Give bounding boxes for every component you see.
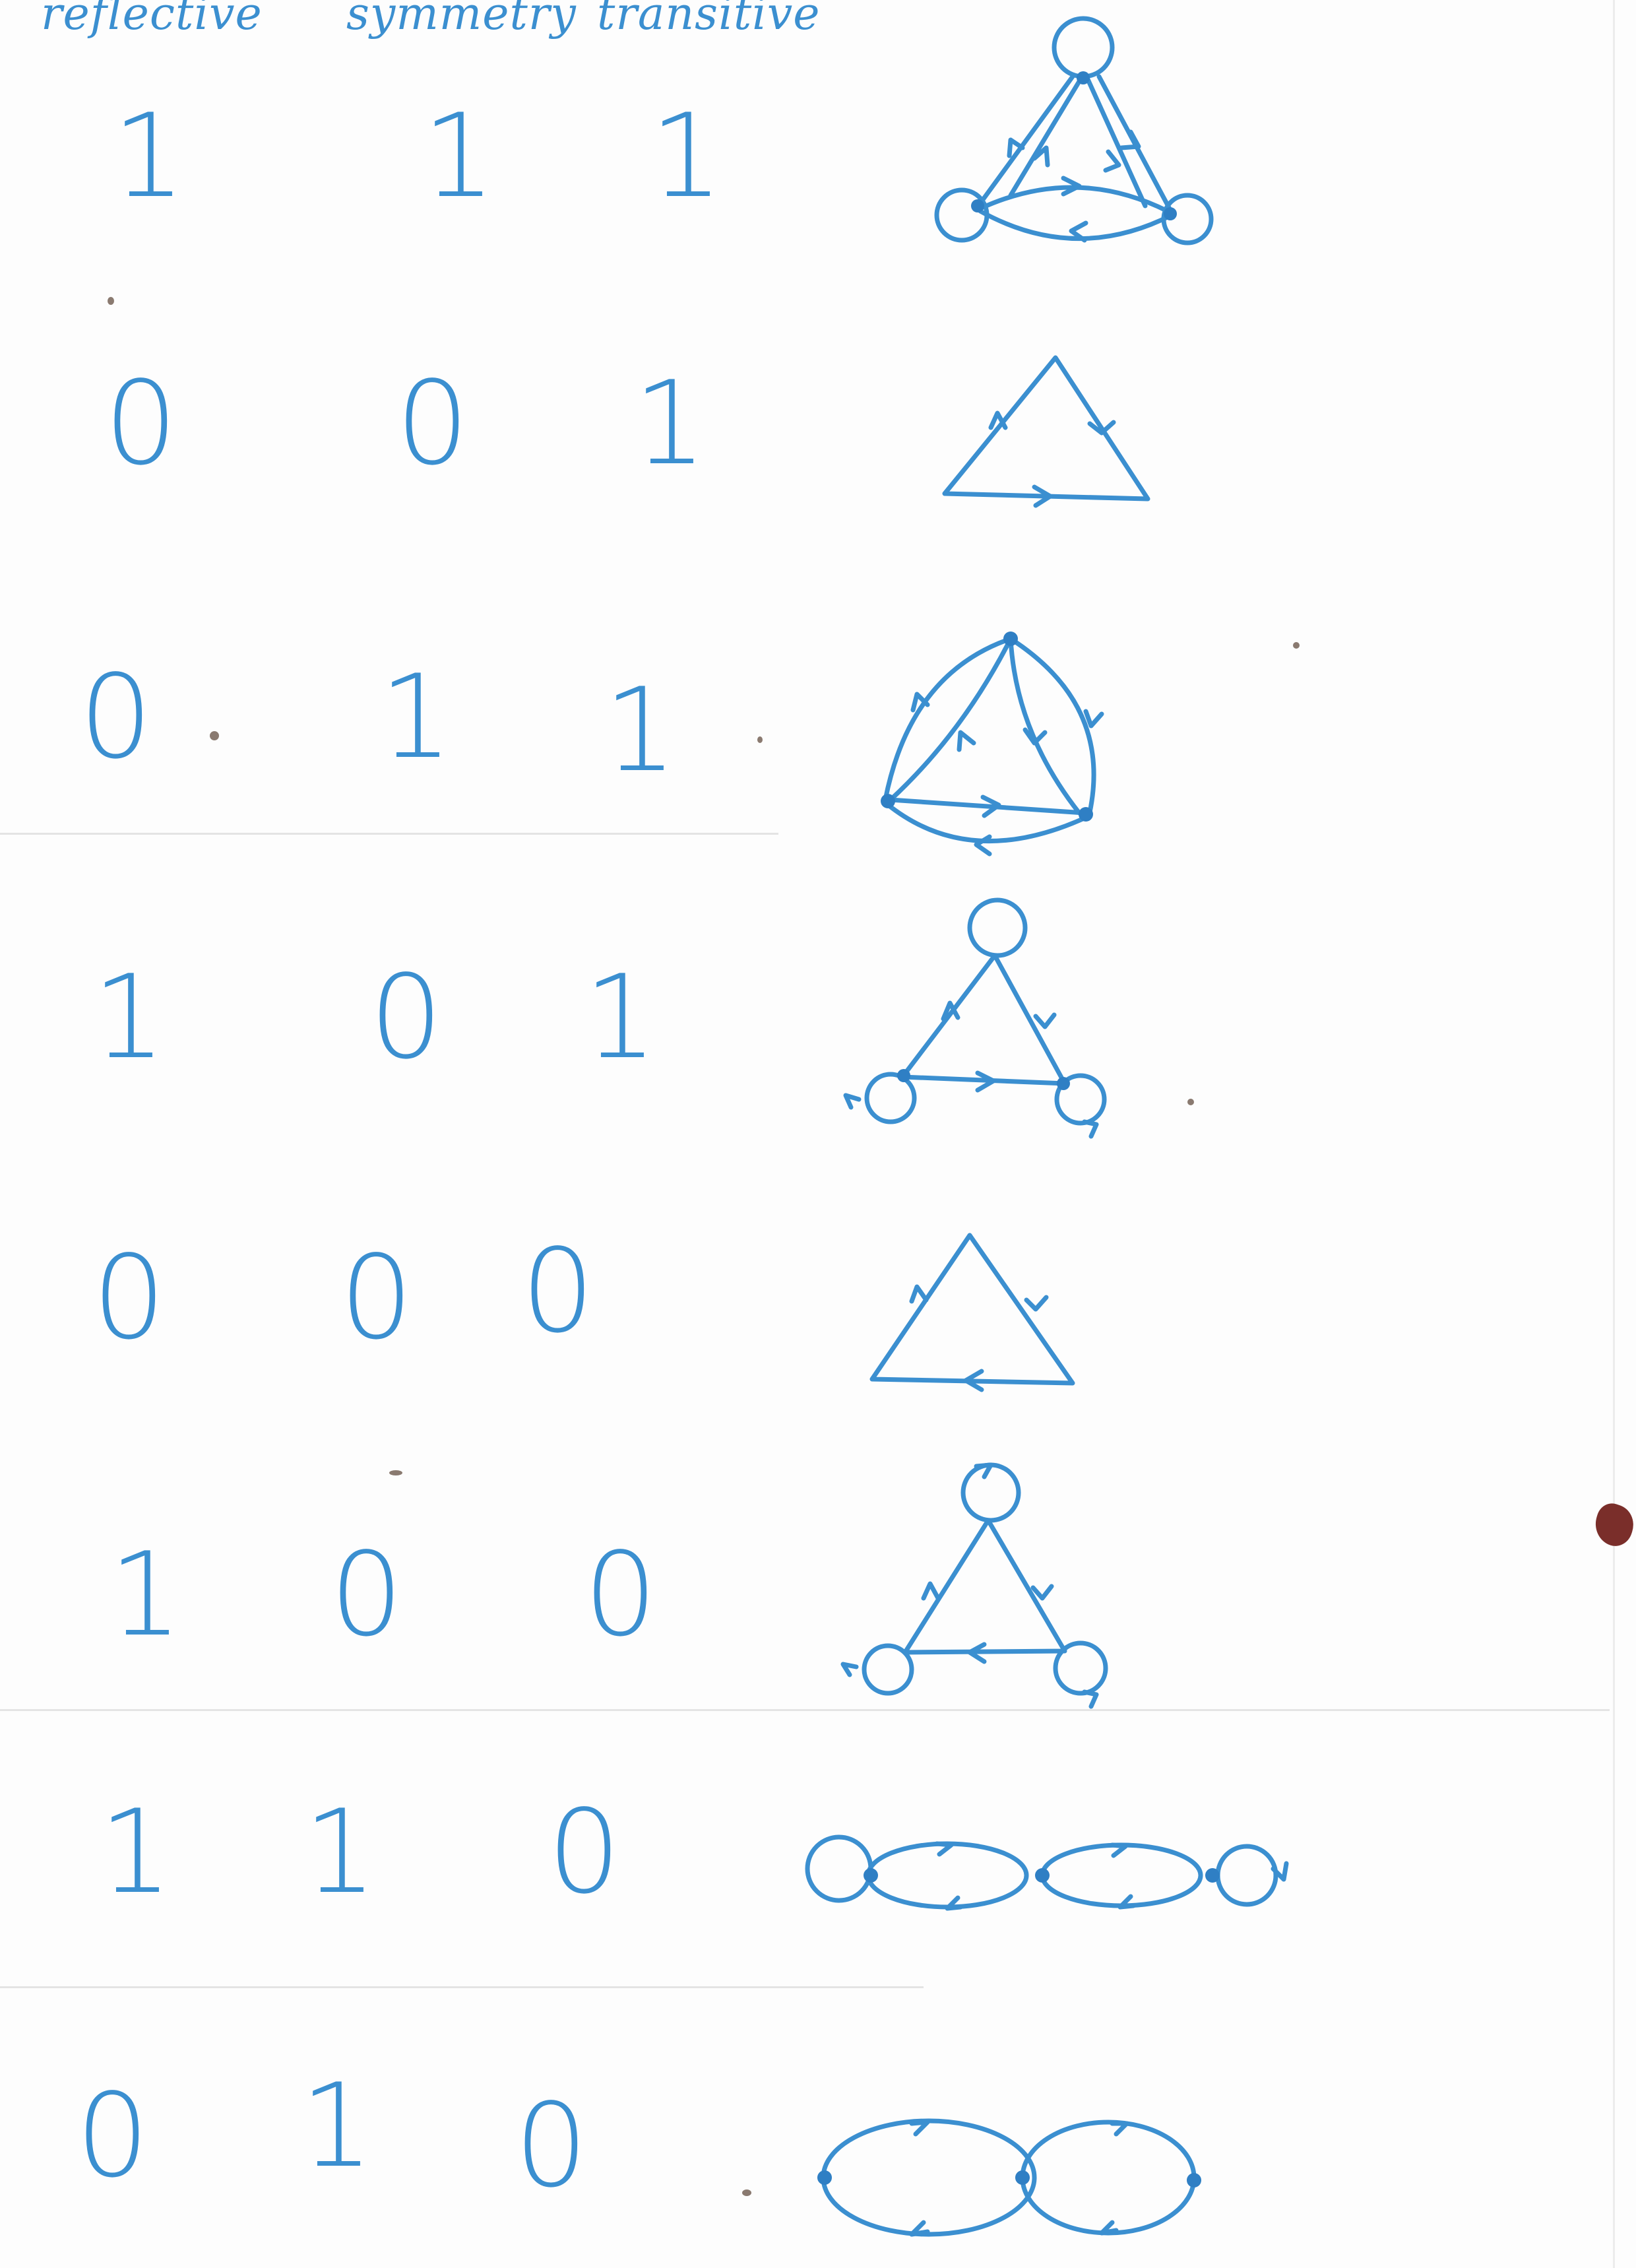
paper-speck	[389, 1470, 402, 1475]
header-transitive: transitive	[597, 0, 821, 40]
paper-stain	[1589, 1499, 1636, 1551]
row2-symmetric-value: 0	[396, 357, 470, 491]
row3-transitive-value: 1	[604, 664, 677, 798]
row7-reflexive-value: 1	[99, 1786, 173, 1920]
row2-reflexive-value: 0	[104, 357, 178, 491]
row5-relation-graph	[869, 1233, 1075, 1392]
row3-relation-graph	[881, 632, 1104, 857]
paper-fold	[0, 1709, 1610, 1711]
paper-speck	[210, 731, 219, 740]
paper-speck	[1293, 642, 1300, 649]
header-symmetric: symmetry	[346, 0, 577, 40]
row4-relation-graph	[843, 897, 1107, 1139]
row3-reflexive-value: 0	[79, 651, 153, 785]
row7-relation-graph	[805, 1834, 1289, 1911]
row6-transitive-value: 0	[584, 1528, 658, 1662]
row5-reflexive-value: 0	[92, 1231, 166, 1365]
row5-symmetric-value: 0	[340, 1231, 414, 1365]
row1-symmetric-value: 1	[422, 90, 496, 224]
row3-symmetric-value: 1	[379, 651, 453, 785]
row7-symmetric-value: 1	[303, 1786, 377, 1920]
row8-reflexive-value: 0	[76, 2069, 150, 2203]
paper-speck	[757, 736, 763, 743]
row4-transitive-value: 1	[584, 951, 658, 1085]
row4-reflexive-value: 1	[92, 951, 166, 1085]
row7-transitive-value: 0	[548, 1786, 621, 1920]
row1-relation-graph	[934, 16, 1214, 245]
row8-symmetric-value: 1	[300, 2059, 374, 2193]
paper-speck	[1187, 1099, 1194, 1105]
row6-relation-graph	[840, 1462, 1108, 1709]
paper-speck	[742, 2189, 751, 2196]
paper-speck	[108, 297, 114, 305]
row2-transitive-value: 1	[633, 357, 707, 491]
row1-transitive-value: 1	[650, 90, 724, 224]
row8-relation-graph	[817, 2118, 1201, 2237]
row5-transitive-value: 0	[521, 1225, 595, 1359]
row6-reflexive-value: 1	[109, 1528, 183, 1662]
paper-fold	[0, 833, 778, 835]
row4-symmetric-value: 0	[369, 951, 443, 1085]
paper-edge	[1613, 0, 1615, 2268]
paper-fold	[0, 1986, 924, 1988]
row2-relation-graph	[942, 355, 1150, 508]
header-reflexive: reflective	[41, 0, 263, 40]
row1-reflexive-value: 1	[112, 90, 186, 224]
row8-transitive-value: 0	[515, 2079, 588, 2213]
row6-symmetric-value: 0	[330, 1528, 404, 1662]
